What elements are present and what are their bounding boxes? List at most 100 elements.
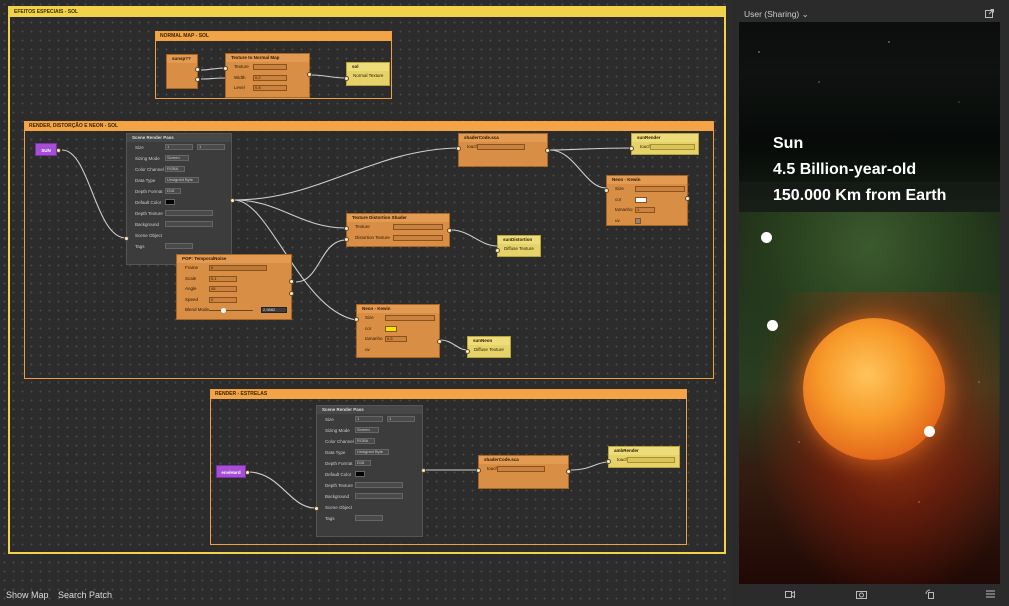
depth-texture-select[interactable] [355, 482, 403, 488]
output-port[interactable] [545, 148, 550, 153]
output-port[interactable] [195, 77, 200, 82]
color-swatch[interactable] [385, 325, 397, 332]
input-port[interactable] [495, 248, 500, 253]
device-selector[interactable]: User (Sharing) ⌄ [744, 9, 809, 20]
size-field[interactable] [635, 186, 685, 192]
output-port[interactable] [307, 72, 312, 77]
blend-value-field[interactable]: 2,9882 [261, 307, 287, 313]
frame-field[interactable]: 0 [209, 265, 267, 271]
node-sol-material[interactable]: sol Normal Texture [344, 62, 390, 86]
node-sun-object[interactable]: SUN [35, 143, 61, 156]
tags-field[interactable] [165, 243, 193, 249]
screenshot-camera-icon[interactable] [856, 589, 867, 599]
search-patch-button[interactable]: Search Patch [58, 590, 113, 600]
size-height-field[interactable]: 1 [387, 416, 415, 422]
output-port[interactable] [56, 148, 61, 153]
group-normal-map[interactable]: NORMAL MAP - SOL [155, 31, 392, 99]
size-width-field[interactable]: 1 [355, 416, 383, 422]
input-port[interactable] [604, 188, 609, 193]
default-color-swatch[interactable] [355, 471, 365, 477]
background-select[interactable] [355, 493, 403, 499]
input-port[interactable] [344, 226, 349, 231]
depth-texture-select[interactable] [165, 210, 213, 216]
video-camera-icon[interactable] [785, 590, 795, 599]
input-port[interactable] [344, 237, 349, 242]
output-port[interactable] [195, 67, 200, 72]
patch-editor[interactable]: EFEITOS ESPECIAIS - SOL NORMAL MAP - SOL… [0, 0, 732, 606]
blend-slider-handle[interactable] [221, 308, 226, 313]
input-port[interactable] [456, 146, 461, 151]
scale-field[interactable]: 0,1 [209, 275, 237, 282]
size-width-field[interactable]: 1 [165, 144, 193, 150]
touch-field[interactable] [650, 144, 695, 150]
angle-field[interactable]: 45 [209, 286, 237, 292]
tamanho-field[interactable]: 0,5 [385, 336, 407, 342]
node-texture-distortion-shader[interactable]: Texture Distortion Shader Texture Distor… [344, 213, 452, 247]
group-efeitos-especiais[interactable]: EFEITOS ESPECIAIS - SOL [8, 6, 726, 554]
group-render-distorcao-neon[interactable]: RENDER, DISTORÇÃO E NEON - SOL [24, 121, 714, 379]
node-envihard-object[interactable]: enviHard [216, 465, 250, 478]
input-port[interactable] [223, 66, 228, 71]
background-select[interactable] [165, 221, 213, 227]
uv-checkbox[interactable] [635, 217, 641, 224]
input-port[interactable] [124, 236, 129, 241]
output-port[interactable] [437, 339, 442, 344]
speed-field[interactable]: 2 [209, 296, 237, 303]
width-field[interactable]: 0,2 [253, 74, 287, 81]
input-port[interactable] [606, 459, 611, 464]
node-sundistortion[interactable]: sunDistortion Diffuse Texture [495, 235, 541, 257]
output-port[interactable] [230, 198, 235, 203]
depth-format-select[interactable]: D16 [355, 460, 371, 466]
hotspot-dot[interactable] [767, 320, 778, 331]
sizing-mode-select[interactable]: Screen [355, 427, 379, 433]
output-port[interactable] [447, 228, 452, 233]
node-shadercode-stars[interactable]: shaderCode.sca touch [476, 455, 571, 489]
node-shadercode-sun[interactable]: shaderCode.sca touch [456, 133, 550, 167]
color-channel-select[interactable]: RGBA [355, 438, 375, 444]
touch-field[interactable] [477, 144, 525, 150]
input-port[interactable] [314, 506, 319, 511]
texture-field[interactable] [253, 64, 287, 70]
input-port[interactable] [476, 468, 481, 473]
output-port[interactable] [421, 468, 426, 473]
menu-icon[interactable] [986, 590, 995, 598]
node-sunsp[interactable]: sunsp?? [166, 54, 200, 89]
output-port[interactable] [566, 469, 571, 474]
blend-slider-track[interactable] [209, 310, 253, 311]
tags-field[interactable] [355, 515, 383, 521]
size-field[interactable] [385, 315, 435, 321]
touch-field[interactable] [497, 466, 545, 472]
output-port[interactable] [685, 196, 690, 201]
distortion-texture-field[interactable] [393, 234, 443, 241]
touch-field[interactable] [627, 457, 675, 463]
tamanho-field[interactable]: 1 [635, 207, 655, 213]
hotspot-dot[interactable] [924, 426, 935, 437]
texture-field[interactable] [393, 224, 443, 230]
group-render-estrelas[interactable]: RENDER - ESTRELAS [210, 389, 687, 545]
node-sunneon[interactable]: sunNeon Diffuse Texture [465, 336, 511, 358]
level-field[interactable]: 0,8 [253, 85, 287, 91]
output-port[interactable] [289, 291, 294, 296]
color-swatch[interactable] [635, 196, 647, 203]
input-port[interactable] [629, 146, 634, 151]
output-port[interactable] [245, 470, 250, 475]
color-channel-select[interactable]: RGBA [165, 166, 185, 172]
sizing-mode-select[interactable]: Screen [165, 155, 189, 161]
popout-icon[interactable] [985, 9, 994, 18]
input-port[interactable] [465, 349, 470, 354]
input-port[interactable] [344, 76, 349, 81]
output-port[interactable] [289, 279, 294, 284]
node-sunrender[interactable]: sunRender touch [629, 133, 699, 155]
show-map-button[interactable]: Show Map [6, 590, 49, 600]
input-port[interactable] [354, 317, 359, 322]
data-type-select[interactable]: Unsigned Byte [165, 177, 199, 183]
preview-viewport[interactable]: Sun 4.5 Billion-year-old 150.000 Km from… [739, 22, 1000, 584]
rotate-device-icon[interactable] [925, 589, 935, 599]
depth-format-select[interactable]: D16 [165, 188, 181, 194]
